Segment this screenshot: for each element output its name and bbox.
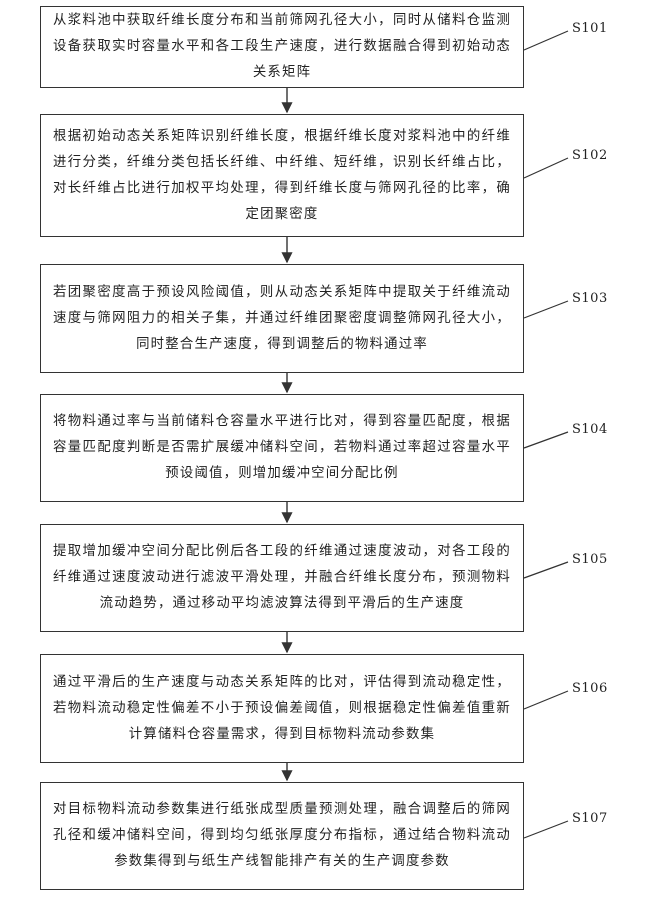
step-box-s104: 将物料通过率与当前储料仓容量水平进行比对，得到容量匹配度，根据容量匹配度判断是否… <box>40 394 524 502</box>
leader-s101 <box>524 31 568 50</box>
step-box-s105: 提取增加缓冲空间分配比例后各工段的纤维通过速度波动，对各工段的纤维通过速度波动进… <box>40 524 524 632</box>
step-text: 通过平滑后的生产速度与动态关系矩阵的比对，评估得到流动稳定性，若物料流动稳定性偏… <box>53 670 511 748</box>
step-box-s102: 根据初始动态关系矩阵识别纤维长度，根据纤维长度对浆料池中的纤维进行分类，纤维分类… <box>40 114 524 237</box>
step-text: 若团聚密度高于预设风险阈值，则从动态关系矩阵中提取关于纤维流动速度与筛网阻力的相… <box>53 280 511 358</box>
leader-s102 <box>524 158 568 178</box>
step-label-s107: S107 <box>572 811 608 826</box>
step-label-s102: S102 <box>572 148 608 163</box>
leader-s103 <box>524 301 568 318</box>
step-box-s103: 若团聚密度高于预设风险阈值，则从动态关系矩阵中提取关于纤维流动速度与筛网阻力的相… <box>40 264 524 373</box>
step-box-s101: 从浆料池中获取纤维长度分布和当前筛网孔径大小，同时从储料仓监测设备获取实时容量水… <box>40 6 524 88</box>
leader-s105 <box>524 562 568 578</box>
step-box-s106: 通过平滑后的生产速度与动态关系矩阵的比对，评估得到流动稳定性，若物料流动稳定性偏… <box>40 654 524 763</box>
leader-s107 <box>524 821 568 838</box>
step-label-s106: S106 <box>572 681 608 696</box>
step-text: 对目标物料流动参数集进行纸张成型质量预测处理，融合调整后的筛网孔径和缓冲储料空间… <box>53 797 511 875</box>
step-text: 提取增加缓冲空间分配比例后各工段的纤维通过速度波动，对各工段的纤维通过速度波动进… <box>53 539 511 617</box>
step-box-s107: 对目标物料流动参数集进行纸张成型质量预测处理，融合调整后的筛网孔径和缓冲储料空间… <box>40 782 524 890</box>
step-label-s103: S103 <box>572 291 608 306</box>
step-text: 将物料通过率与当前储料仓容量水平进行比对，得到容量匹配度，根据容量匹配度判断是否… <box>53 409 511 487</box>
leader-s106 <box>524 691 568 709</box>
step-label-s105: S105 <box>572 552 608 567</box>
step-label-s101: S101 <box>572 21 608 36</box>
step-text: 根据初始动态关系矩阵识别纤维长度，根据纤维长度对浆料池中的纤维进行分类，纤维分类… <box>53 124 511 228</box>
step-text: 从浆料池中获取纤维长度分布和当前筛网孔径大小，同时从储料仓监测设备获取实时容量水… <box>53 8 511 86</box>
step-label-s104: S104 <box>572 422 608 437</box>
leader-s104 <box>524 432 568 448</box>
